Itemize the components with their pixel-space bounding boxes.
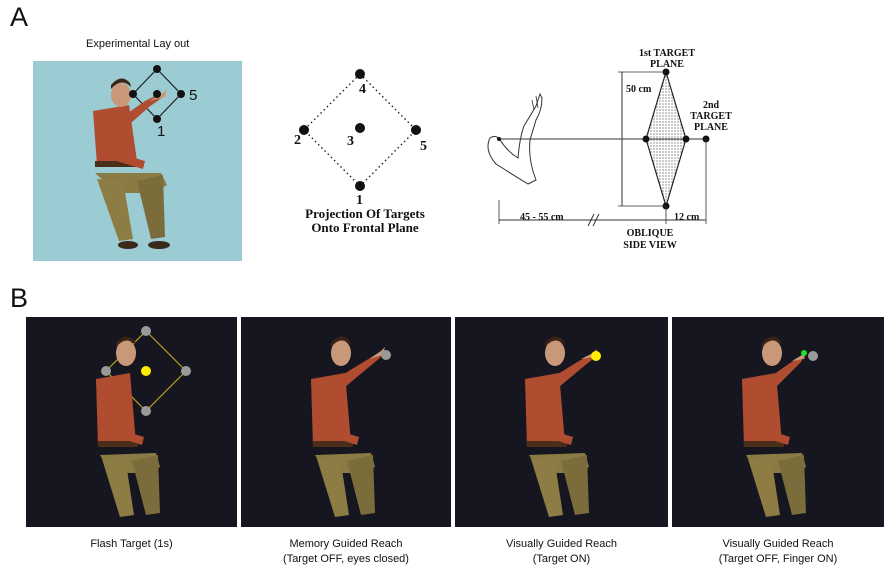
distance-label: 45 - 55 cm <box>520 212 564 223</box>
scene-visual-reach-target-on <box>455 317 668 527</box>
layout-scene: 5 1 <box>33 61 242 261</box>
height-label: 50 cm <box>626 84 652 95</box>
projection-caption: Projection Of Targets Onto Frontal Plane <box>280 207 450 235</box>
projection-caption-line1: Projection Of Targets <box>305 206 425 221</box>
layout-title: Experimental Lay out <box>86 38 190 50</box>
scene-memory-reach <box>241 317 451 527</box>
first-plane-line1: 1st TARGET <box>638 48 696 59</box>
projection-label-5: 5 <box>420 139 427 154</box>
projection-diagram: 4 2 3 5 1 Projection Of Targets Onto Fro… <box>280 60 450 245</box>
scene-visual-reach-target-on-figure <box>525 336 601 517</box>
projection-label-3: 3 <box>347 134 354 149</box>
caption-memory-reach-line2: (Target OFF, eyes closed) <box>283 553 409 565</box>
layout-target-1-label: 1 <box>157 123 166 140</box>
caption-flash-target: Flash Target (1s) <box>26 537 237 552</box>
view-label-line1: OBLIQUE <box>626 228 674 239</box>
second-plane-line1: 2nd <box>702 100 720 111</box>
first-plane-label: 1st TARGET PLANE <box>632 48 702 70</box>
projection-caption-line2: Onto Frontal Plane <box>311 220 419 235</box>
projection-label-1: 1 <box>356 193 363 208</box>
depth-label: 12 cm <box>674 212 700 223</box>
projection-label-2: 2 <box>294 133 301 148</box>
panel-a-letter: A <box>10 2 29 32</box>
scene-memory-reach-figure <box>311 336 391 517</box>
caption-visual-reach-finger-on: Visually Guided Reach (Target OFF, Finge… <box>672 537 884 567</box>
scene-visual-reach-finger-on-figure <box>742 336 818 517</box>
view-label-line2: SIDE VIEW <box>623 240 677 251</box>
scene-flash-target-figure <box>96 326 191 517</box>
caption-visual-reach-finger-on-line2: (Target OFF, Finger ON) <box>718 553 838 565</box>
scene-flash-target <box>26 317 237 527</box>
projection-diamond <box>299 69 421 191</box>
caption-visual-reach-target-on-line1: Visually Guided Reach <box>505 538 618 550</box>
panel-b-letter: B <box>10 283 29 313</box>
second-plane-line2: TARGET <box>690 111 732 122</box>
caption-memory-reach: Memory Guided Reach (Target OFF, eyes cl… <box>241 537 451 567</box>
caption-visual-reach-finger-on-line1: Visually Guided Reach <box>722 538 834 550</box>
layout-target-5-label: 5 <box>189 87 198 104</box>
second-plane-label: 2nd TARGET PLANE <box>682 100 740 133</box>
caption-memory-reach-line1: Memory Guided Reach <box>289 538 403 550</box>
caption-visual-reach-target-on-line2: (Target ON) <box>532 553 591 565</box>
seated-figure-illustration <box>93 65 185 249</box>
caption-visual-reach-target-on: Visually Guided Reach (Target ON) <box>455 537 668 567</box>
first-plane-line2: PLANE <box>650 59 684 70</box>
projection-label-4: 4 <box>359 82 366 97</box>
side-view-diagram: 1st TARGET PLANE 2nd TARGET PLANE 50 cm … <box>470 40 740 260</box>
view-label: OBLIQUE SIDE VIEW <box>600 228 700 252</box>
caption-flash-target-line1: Flash Target (1s) <box>90 538 173 550</box>
second-plane-line3: PLANE <box>694 122 728 133</box>
scene-visual-reach-finger-on <box>672 317 884 527</box>
side-view-drawing <box>487 68 710 227</box>
